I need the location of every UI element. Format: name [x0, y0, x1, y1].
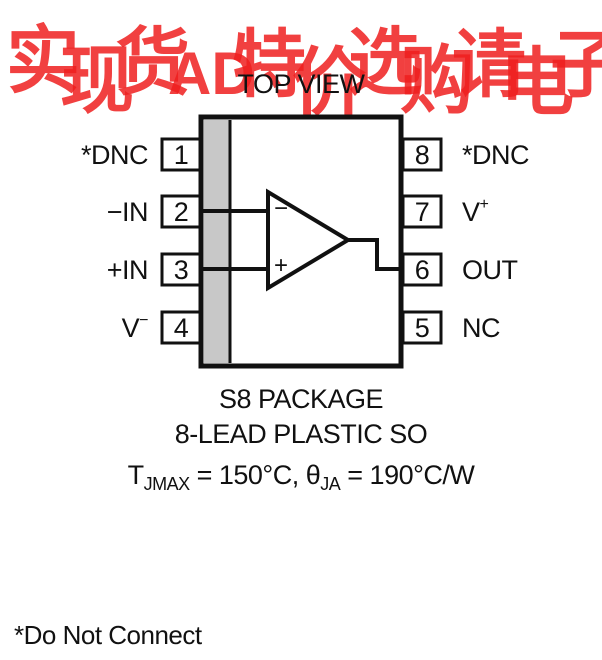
- pin-name-4: V−: [40, 312, 149, 343]
- thermal-spec: TJMAX = 150°C, θJA = 190°C/W: [0, 460, 602, 494]
- package-description: 8-LEAD PLASTIC SO: [174, 419, 428, 449]
- top-view-label: TOP VIEW: [237, 69, 365, 99]
- pin-box-1: [160, 137, 202, 172]
- pin-name-5: NC: [462, 313, 501, 343]
- amp-noninverting-marker: +: [274, 252, 288, 279]
- watermark-char: 现: [60, 39, 134, 122]
- pin-number-8: 8: [414, 140, 430, 170]
- watermark-char: 货: [116, 21, 190, 104]
- pin-name-7-base: V: [462, 197, 480, 227]
- watermark: 实 现 货 AD 特 价 选 购 请 电 子: [0, 24, 602, 394]
- amp-inverting-marker: −: [274, 195, 288, 222]
- pin-name-2: −IN: [106, 197, 149, 227]
- theta-symbol: θ: [305, 460, 321, 490]
- pin-number-3: 3: [173, 255, 189, 285]
- package-name: S8 PACKAGE: [218, 384, 384, 414]
- pin-box-4: [160, 310, 202, 345]
- tjmax-symbol: T: [127, 460, 145, 490]
- pin-box-5: [401, 310, 443, 345]
- pin-name-6: OUT: [462, 255, 518, 285]
- pin-name-4-sup: −: [139, 312, 148, 329]
- pin-box-8: [401, 137, 443, 172]
- tjmax-sub: JMAX: [143, 474, 191, 494]
- pin-name-7: V+: [462, 196, 489, 227]
- watermark-char: 特: [232, 23, 306, 106]
- watermark-char: 实: [6, 19, 80, 102]
- watermark-char: 购: [400, 39, 474, 122]
- watermark-char: 价: [292, 41, 366, 124]
- op-amp-symbol: [266, 188, 352, 292]
- pin-number-6: 6: [414, 255, 430, 285]
- theta-value: = 190°C/W: [340, 460, 475, 490]
- pin-name-7-sup: +: [479, 196, 489, 213]
- watermark-char: 请: [452, 23, 526, 106]
- pin-box-2: [160, 194, 202, 229]
- pin-number-4: 4: [173, 313, 189, 343]
- pin-number-7: 7: [414, 197, 430, 227]
- tjmax-value: = 150°C,: [189, 460, 306, 490]
- pin-name-4-base: V: [121, 313, 140, 343]
- watermark-char: AD: [168, 40, 255, 107]
- watermark-char: 子: [550, 23, 602, 106]
- pin-name-8: *DNC: [462, 140, 530, 170]
- pin-name-3: +IN: [106, 255, 149, 285]
- pin1-indicator-stripe: [204, 120, 229, 363]
- watermark-char: 电: [500, 41, 574, 124]
- pin-name-1: *DNC: [80, 140, 149, 170]
- pin-box-7: [401, 194, 443, 229]
- wire-output: [348, 238, 403, 271]
- footnote: *Do Not Connect: [14, 620, 202, 650]
- pin-number-5: 5: [414, 313, 430, 343]
- pin-box-6: [401, 252, 443, 287]
- theta-sub: JA: [320, 474, 341, 494]
- pin-number-1: 1: [173, 140, 189, 170]
- pin-number-2: 2: [173, 197, 189, 227]
- watermark-char: 选: [348, 21, 422, 104]
